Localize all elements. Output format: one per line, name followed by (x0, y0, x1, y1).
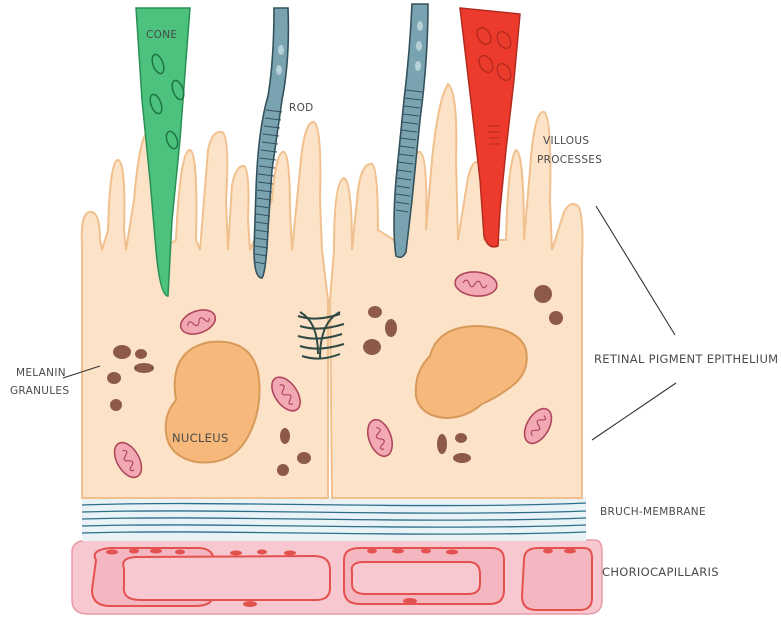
rod-label: ROD (289, 101, 314, 116)
capillary-vessel (123, 556, 330, 600)
choriocapillaris-layer (72, 540, 602, 614)
rpe-label: RETINAL PIGMENT EPITHELIUM (594, 352, 778, 367)
cone-label: CONE (146, 28, 177, 43)
melanin-granules-label-line2: GRANULES (10, 384, 69, 399)
bruch-membrane-label: BRUCH-MEMBRANE (600, 505, 706, 520)
capillary-vessel (522, 548, 592, 610)
choriocapillaris-label: CHORIOCAPILLARIS (602, 565, 719, 580)
villous-processes-label-line2: PROCESSES (537, 153, 602, 168)
melanin-granules-label-line1: MELANIN (16, 366, 66, 381)
bruch-membrane (82, 497, 586, 541)
villous-processes-label-line1: VILLOUS (543, 134, 589, 149)
capillary-vessel (352, 562, 480, 594)
nucleus-label: NUCLEUS (172, 431, 229, 446)
